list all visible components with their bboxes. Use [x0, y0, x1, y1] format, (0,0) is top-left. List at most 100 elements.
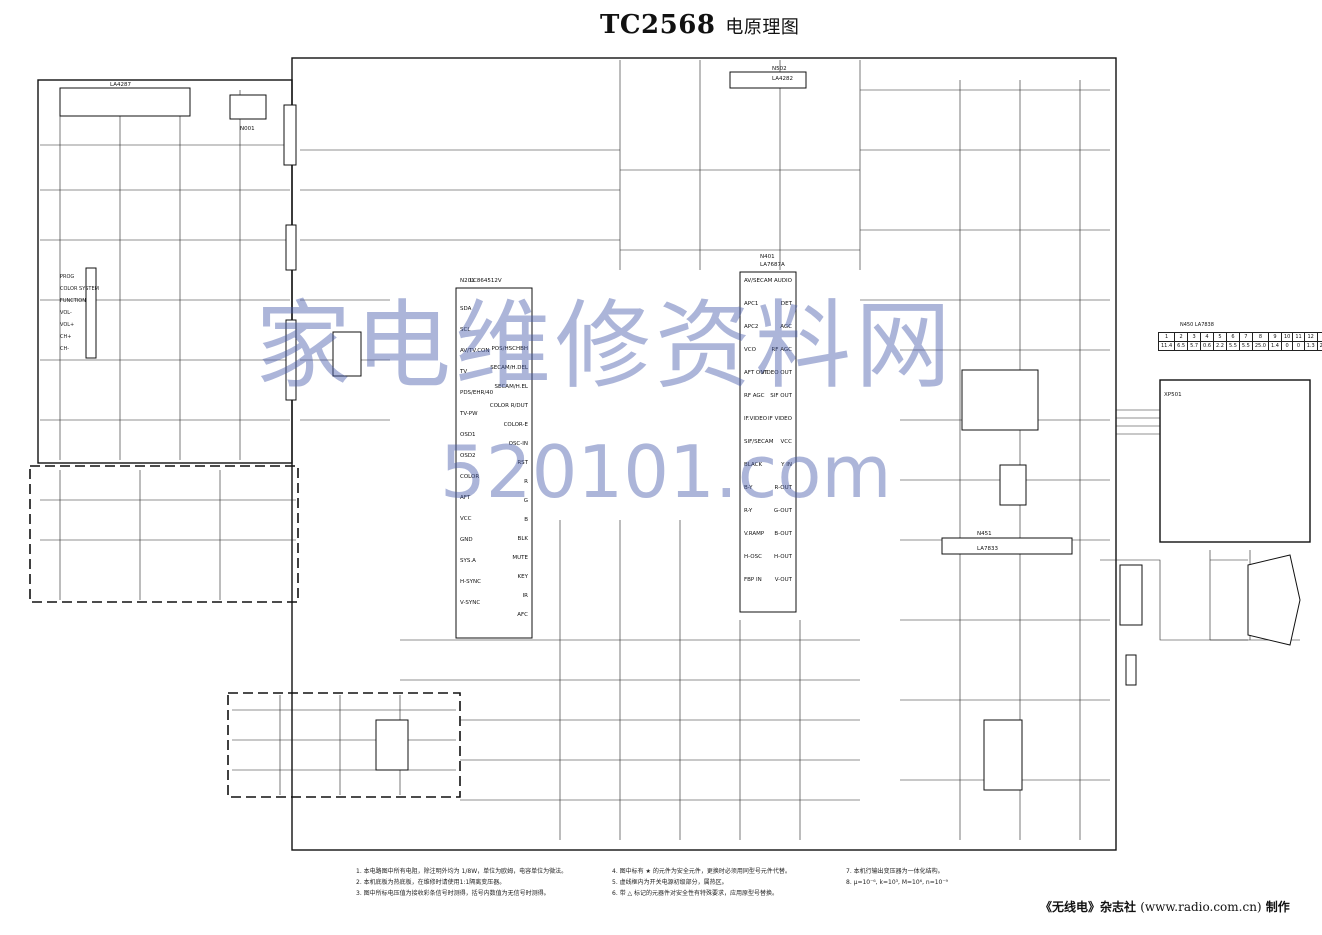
keypad-label: COLOR SYSTEM — [60, 286, 99, 292]
decoder-left-pin-label: AFT OUT — [744, 370, 768, 376]
keypad-label: VOL- — [60, 310, 72, 316]
keypad-label: CH+ — [60, 334, 71, 340]
decoder-left-pin-label: APC1 — [744, 301, 758, 307]
decoder-right-pin-label: VIDEO OUT — [761, 370, 793, 376]
main-ic-right-pin-label: OSC-IN — [509, 441, 528, 447]
model-name: TC2568 — [600, 10, 716, 40]
note-line: 7. 本机行输出变压器为一体化结构。 — [846, 868, 944, 875]
pin-number-cell: 13 — [1316, 332, 1322, 342]
main-ic-right-pin-label: SECAM/H.DEL — [490, 365, 529, 371]
decoder-right-pin-label: R-OUT — [775, 485, 793, 491]
title-subtitle: 电原理图 — [725, 17, 800, 38]
main-ic-left-pin-label: V-SYNC — [460, 600, 480, 606]
main-ic-label: LC864512V — [470, 278, 502, 284]
pin-voltage-cell: 0 — [1292, 341, 1305, 351]
main-ic-left-pin-label: GND — [460, 537, 473, 543]
pin-voltage-cell: 0.6 — [1200, 341, 1214, 351]
video-amplifier-block — [961, 369, 1039, 431]
pin-voltage-cell: 1.3 — [1303, 341, 1318, 351]
main-ic: N201 LC864512V SDASCLAV/TV.CONTVPDS/EHR/… — [455, 278, 533, 639]
main-ic-right-pin-label: G — [524, 498, 528, 504]
note-line: 3. 图中所标电压值为接收彩条信号时测得，括号内数值为无信号时测得。 — [356, 890, 550, 897]
main-ic-left-pin-label: H-SYNC — [460, 579, 481, 585]
crt-board-frame — [1159, 379, 1311, 543]
decoder-right-pin-label: AUDIO — [774, 278, 793, 284]
pin-voltage-cell: 27.2 — [1316, 341, 1322, 351]
pin-number-cell: 10 — [1280, 332, 1294, 342]
keypad-label: CH- — [60, 346, 69, 352]
pin-number-cell: 6 — [1225, 332, 1240, 342]
small-module-block — [999, 464, 1027, 506]
decoder-left-pin-label: R-Y — [744, 508, 753, 514]
pin-number-cell: 11 — [1292, 332, 1305, 342]
flyback-transformer — [983, 719, 1023, 791]
main-ic-left-pin-label: TV-PW — [459, 411, 478, 417]
main-ic-right-pin-label: AFC — [517, 612, 528, 618]
decoder-left-pin-label: RF AGC — [744, 393, 765, 399]
decoder-right-pin-label: H-OUT — [774, 554, 793, 560]
regulator-ic — [229, 94, 267, 120]
magazine-url: (www.radio.com.cn) — [1140, 900, 1262, 914]
main-ic-left-pin-label: TV — [459, 369, 467, 375]
memory-ic — [332, 331, 362, 377]
pin-voltage-cell: 1.4 — [1268, 341, 1282, 351]
pin-voltage-table: 12345678910111213 11.46.55.70.62.25.55.5… — [1157, 332, 1322, 351]
main-ic-right-pin-label: IR — [523, 593, 529, 599]
sound-ic: N502 LA4282 — [729, 66, 807, 89]
keypad-label: FUNCTION — [60, 298, 86, 304]
tuner-ic-label: LA4287 — [110, 82, 131, 88]
decoder-right-pin-label: AGC — [780, 324, 792, 330]
pin-voltage-cell: 0 — [1280, 341, 1294, 351]
pin-number-row: 12345678910111213 — [1157, 332, 1322, 342]
note-line: 8. μ=10⁻⁶, k=10³, M=10⁶, n=10⁻⁹ — [846, 879, 948, 886]
main-ic-right-pin-label: BLK — [518, 536, 529, 542]
main-ic-left-pin-label: AFT — [460, 495, 471, 501]
main-ic-left-pin-label: PDS/EHR/40 — [460, 390, 494, 396]
main-ic-right-pin-label: KEY — [518, 574, 529, 580]
decoder-right-pin-label: RF AGC — [771, 347, 792, 353]
main-ic-right-pin-label: SECAM/H.EL — [495, 384, 529, 390]
decoder-left-pin-label: SIF/SECAM — [744, 439, 774, 445]
decoder-right-pin-label: G-OUT — [774, 508, 793, 514]
main-ic-left-pin-label: COLOR — [460, 474, 479, 480]
pin-voltage-cell: 5.5 — [1225, 341, 1240, 351]
decoder-left-pin-label: APC2 — [744, 324, 758, 330]
pin-number-cell: 5 — [1213, 332, 1227, 342]
pin-number-cell: 3 — [1187, 332, 1202, 342]
pin-voltage-cell: 6.5 — [1174, 341, 1189, 351]
decoder-left-pin-label: FBP IN — [744, 577, 762, 583]
pin-voltage-cell: 11.4 — [1157, 341, 1176, 351]
main-ic-left-pin-label: SDA — [460, 306, 472, 312]
decoder-left-pin-label: AV/SECAM — [744, 278, 773, 284]
main-ic-right-pin-label: B — [524, 517, 528, 523]
decoder-right-pin-label: V-OUT — [775, 577, 793, 583]
pin-voltage-cell: 5.5 — [1238, 341, 1253, 351]
decoder-left-pin-label: VCO — [744, 347, 757, 353]
switching-power-dashed-frame — [227, 692, 461, 798]
decoder-left-pin-label: BLACK — [744, 462, 762, 468]
main-ic-left-pins: SDASCLAV/TV.CONTVPDS/EHR/40TV-PWOSD1OSD2… — [459, 306, 494, 606]
pin-number-cell: 2 — [1174, 332, 1189, 342]
crt-board-ref: XP501 — [1164, 392, 1182, 398]
sound-ic-ref: N502 — [772, 66, 787, 72]
pin-table-caption: N450 LA7838 — [1180, 322, 1214, 328]
wiring — [40, 60, 1300, 840]
keypad-label: VOL+ — [60, 322, 74, 328]
sound-ic-label: LA4282 — [772, 76, 793, 82]
decoder-right-pin-label: SIF OUT — [770, 393, 792, 399]
keypad-label: PROG — [60, 274, 74, 280]
main-ic-left-pin-label: VCC — [460, 516, 472, 522]
main-ic-right-pin-label: MUTE — [512, 555, 528, 561]
magazine-name: 《无线电》杂志社 — [1040, 900, 1137, 914]
pin-voltage-cell: 25.0 — [1251, 341, 1270, 351]
pin-number-cell: 8 — [1251, 332, 1270, 342]
keypad-switches: PROG COLOR SYSTEM FUNCTION VOL- VOL+ CH+ CH- — [60, 267, 99, 359]
small-ic-ref: N001 — [240, 126, 255, 132]
decoder-left-pin-label: H-OSC — [744, 554, 762, 560]
main-ic-right-pin-label: COLOR-E — [504, 422, 529, 428]
pin-number-cell: 7 — [1238, 332, 1253, 342]
